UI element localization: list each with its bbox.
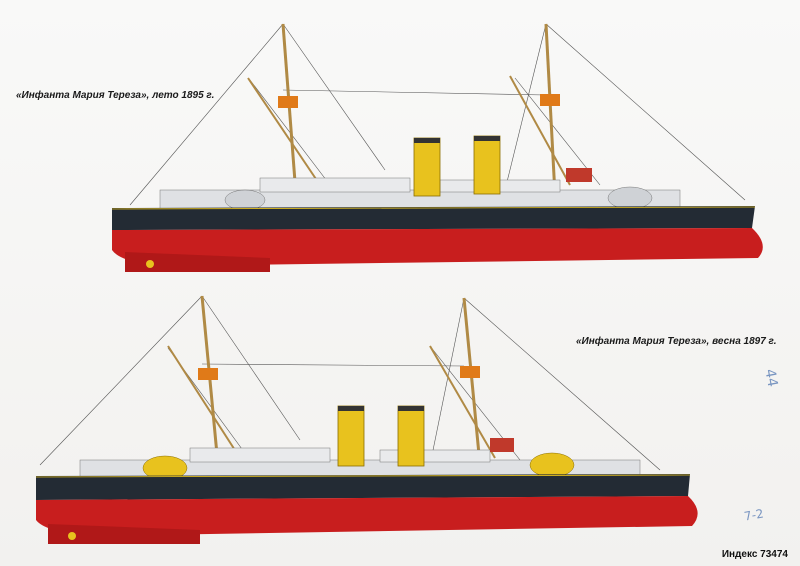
masts	[247, 23, 571, 196]
funnels	[413, 135, 501, 197]
index-label: Индекс 73474	[721, 549, 788, 560]
ship-profile-1895	[111, 23, 763, 272]
caption-spring-1897: «Инфанта Мария Тереза», весна 1897 г.	[576, 336, 777, 347]
handwritten-note: 44	[761, 367, 781, 389]
caption-summer-1895: «Инфанта Мария Тереза», лето 1895 г.	[16, 90, 215, 101]
funnels	[337, 405, 425, 467]
hull	[35, 474, 698, 544]
masts	[167, 295, 496, 466]
ship-profile-1897	[35, 295, 698, 544]
hull	[111, 206, 763, 272]
